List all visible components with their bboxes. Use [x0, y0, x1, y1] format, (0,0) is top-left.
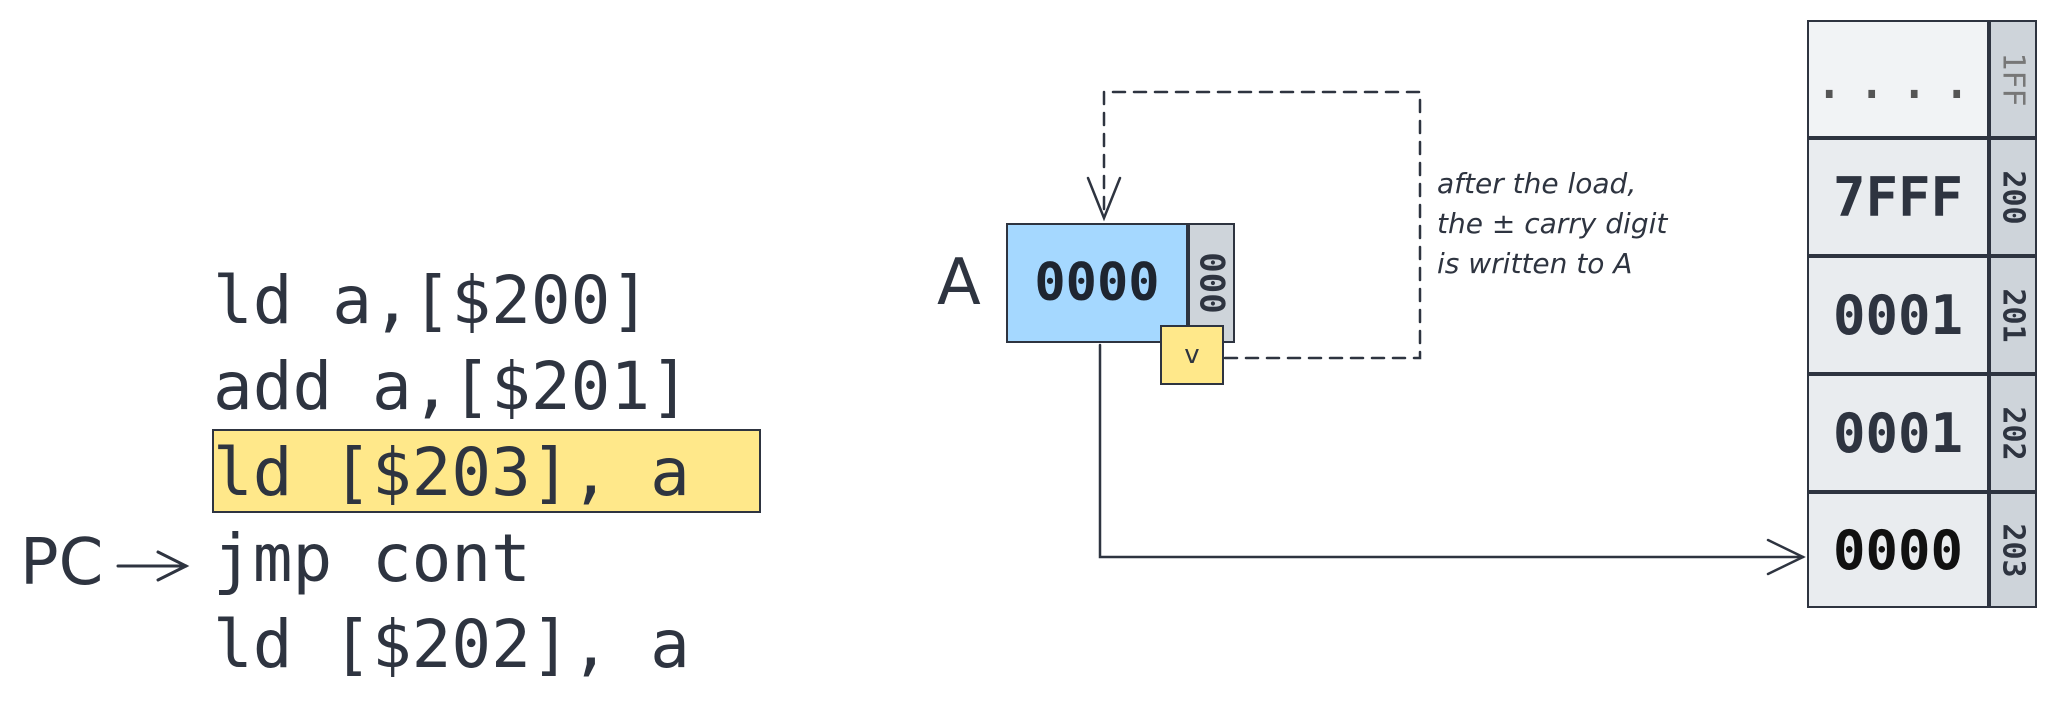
memory-cell-200: 7FFF — [1807, 138, 1989, 256]
pc-label: PC — [20, 526, 104, 600]
highlighted-line — [212, 429, 761, 513]
carry-loop-arrow — [1102, 90, 1422, 360]
memory-cell-201: 0001 — [1807, 256, 1989, 374]
memory-cell-202: 0001 — [1807, 374, 1989, 492]
register-value: 0000 — [1034, 253, 1160, 313]
memory-cell-1ff: .... — [1807, 20, 1989, 138]
memory-addr-1ff: 1FF — [1989, 20, 2037, 138]
overflow-flag: v — [1160, 325, 1224, 385]
code-line-4: jmp cont — [213, 520, 531, 597]
memory-cell-203: 0000 — [1807, 492, 1989, 608]
pc-arrow — [116, 550, 190, 582]
carry-loop-arrowhead — [1086, 176, 1122, 222]
note-line-2: the ± carry digit — [1437, 207, 1668, 240]
code-line-1: ld a,[$200] — [213, 262, 651, 339]
code-line-2: add a,[$201] — [213, 348, 690, 425]
overflow-flag-text: v — [1184, 340, 1200, 370]
note-line-3: is written to A — [1437, 247, 1633, 280]
memory-addr-201: 201 — [1989, 256, 2037, 374]
memory-addr-200: 200 — [1989, 138, 2037, 256]
load-note: after the load, the ± carry digit is wri… — [1437, 164, 1667, 284]
memory-addr-203: 203 — [1989, 492, 2037, 608]
register-a: 0000 — [1006, 223, 1188, 343]
store-arrow — [1098, 343, 1806, 576]
note-line-1: after the load, — [1437, 167, 1637, 200]
memory-addr-202: 202 — [1989, 374, 2037, 492]
code-line-5: ld [$202], a — [213, 606, 690, 683]
code-line-3: ld [$203], a — [213, 434, 690, 511]
register-label: A — [937, 246, 981, 320]
